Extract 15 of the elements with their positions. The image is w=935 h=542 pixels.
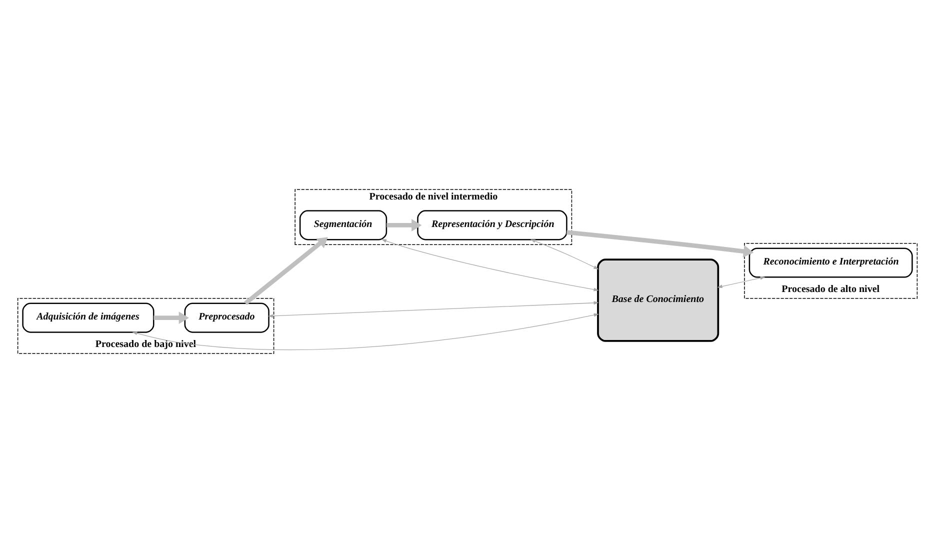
- node-box: Reconocimiento e Interpretación: [748, 247, 913, 278]
- arrow: [244, 236, 328, 305]
- arrow: [132, 312, 599, 350]
- arrow: [268, 300, 599, 318]
- arrow: [386, 218, 422, 231]
- node-box: Preprocesado: [184, 302, 270, 332]
- arrow: [566, 230, 754, 258]
- arrow: [154, 311, 189, 324]
- node-box: Base de Conocimiento: [597, 258, 720, 342]
- node-box: Representación y Descripción: [417, 210, 568, 240]
- arrow: [530, 238, 599, 269]
- arrow: [717, 276, 766, 288]
- arrow: [381, 238, 599, 291]
- node-box: Adquisición de imágenes: [22, 302, 154, 332]
- node-box: Segmentación: [299, 210, 388, 240]
